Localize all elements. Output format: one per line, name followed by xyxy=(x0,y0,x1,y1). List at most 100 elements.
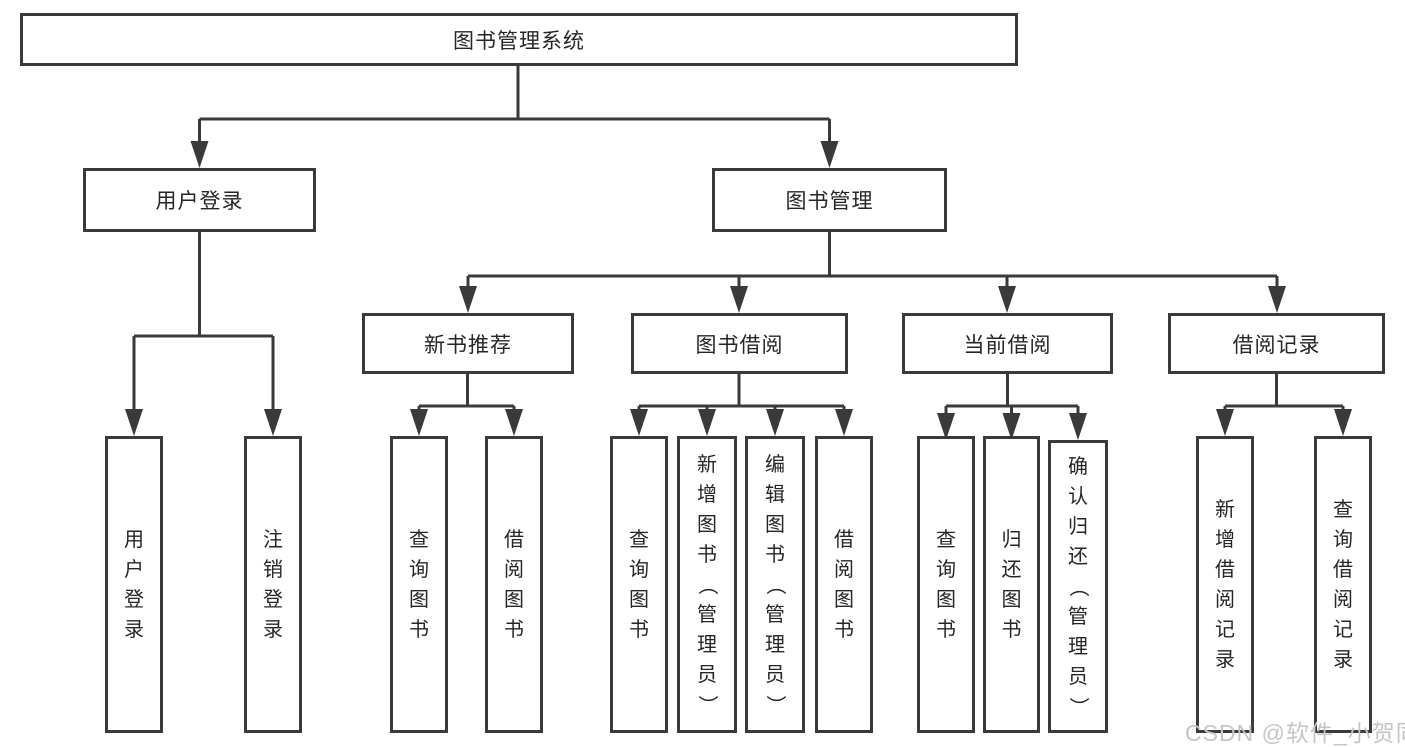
vertical-label-char: 用 xyxy=(124,528,144,551)
node-user-login: 用户登录 xyxy=(83,168,316,232)
arrowhead-down-icon xyxy=(1069,413,1087,440)
leaf-logout: 注销登录 xyxy=(244,436,302,733)
vertical-label-char: 阅 xyxy=(504,558,524,581)
vertical-label-char: （ xyxy=(1067,576,1089,597)
node-book-management: 图书管理 xyxy=(712,168,947,232)
leaf-edit-books-admin: 编辑图书 （ 管理员 ） xyxy=(745,436,805,733)
vertical-label-char: 管 xyxy=(1068,605,1088,628)
leaf-add-books-admin: 新增图书（管理员） xyxy=(677,436,737,733)
leaf-add-borrow-record: 新增借阅记录 xyxy=(1196,436,1254,733)
vertical-label-char: 还 xyxy=(1068,545,1088,568)
leaf-borrow-books: 借阅图书 xyxy=(815,436,873,733)
vertical-label-char: 图 xyxy=(765,513,785,536)
vertical-label-char: 图 xyxy=(629,588,649,611)
arrowhead-down-icon xyxy=(698,409,716,436)
leaf-query-books-recommend: 查询图书 xyxy=(390,436,448,733)
connector-branch-4 xyxy=(637,374,846,418)
arrowhead-down-icon xyxy=(1216,409,1234,436)
connector-branch-1 xyxy=(132,232,275,418)
connector-branch-3 xyxy=(417,374,516,418)
vertical-label-char: 录 xyxy=(263,618,283,641)
csdn-watermark: CSDN @软件_小贺同学 xyxy=(1185,720,1405,746)
vertical-label-char: 记 xyxy=(1215,618,1235,641)
vertical-label-char: 录 xyxy=(1215,648,1235,671)
vertical-label-char: 理 xyxy=(1068,635,1088,658)
vertical-label-char: 户 xyxy=(124,558,144,581)
node-book-borrow: 图书借阅 xyxy=(631,313,848,374)
vertical-label-char: 认 xyxy=(1068,485,1088,508)
connector-branch-0 xyxy=(198,66,831,150)
vertical-label-char: 书 xyxy=(697,543,717,566)
arrowhead-down-icon xyxy=(630,409,648,436)
arrowhead-down-icon xyxy=(459,286,477,313)
vertical-label-char: 图 xyxy=(409,588,429,611)
vertical-label-char: 员 xyxy=(697,663,717,686)
vertical-label-char: 归 xyxy=(1001,528,1022,551)
vertical-label-char: 图 xyxy=(697,513,717,536)
vertical-label-char: 书 xyxy=(504,618,524,641)
vertical-label-char: 询 xyxy=(1333,528,1353,551)
leaf-return-books: 归还图书 xyxy=(983,436,1040,733)
leaf-query-borrow-record: 查询借阅记录 xyxy=(1314,436,1372,733)
arrowhead-down-icon xyxy=(835,409,853,436)
leaf-query-books-borrow: 查询图书 xyxy=(610,436,668,733)
vertical-label-char: 询 xyxy=(936,558,956,581)
arrowhead-down-icon xyxy=(1334,409,1352,436)
vertical-label-char: 注 xyxy=(263,528,283,551)
vertical-label-char: 阅 xyxy=(1215,588,1235,611)
vertical-label-char: 查 xyxy=(409,528,429,551)
arrowhead-down-icon xyxy=(190,141,209,168)
vertical-label-char: 图 xyxy=(504,588,524,611)
vertical-label-char: 增 xyxy=(1215,528,1235,551)
vertical-label-char: 查 xyxy=(936,528,956,551)
vertical-label-char: 书 xyxy=(936,618,956,641)
vertical-label-char: 录 xyxy=(124,618,144,641)
vertical-label-char: 记 xyxy=(1333,618,1353,641)
connector-branch-5 xyxy=(944,374,1080,422)
vertical-label-char: 书 xyxy=(629,618,649,641)
vertical-label-char: （ xyxy=(764,574,786,595)
vertical-label-char: 借 xyxy=(1215,558,1235,581)
vertical-label-char: 借 xyxy=(834,528,854,551)
vertical-label-char: 图 xyxy=(1001,588,1022,611)
vertical-label-char: 查 xyxy=(629,528,649,551)
vertical-label-char: 还 xyxy=(1001,558,1022,581)
leaf-user-login: 用户登录 xyxy=(105,436,163,733)
vertical-label-char: 书 xyxy=(1001,618,1022,641)
vertical-label-char: 询 xyxy=(409,558,429,581)
vertical-label-char: 书 xyxy=(765,543,785,566)
vertical-label-char: 理 xyxy=(697,633,717,656)
vertical-label-char: 归 xyxy=(1068,515,1088,538)
vertical-label-char: 增 xyxy=(697,483,717,506)
vertical-label-char: 登 xyxy=(263,588,283,611)
vertical-label-char: 图 xyxy=(936,588,956,611)
vertical-label-char: 阅 xyxy=(1333,588,1353,611)
vertical-label-char: ） xyxy=(764,694,786,715)
arrowhead-down-icon xyxy=(998,286,1016,313)
vertical-label-char: 员 xyxy=(765,663,785,686)
arrowhead-down-icon xyxy=(730,286,748,313)
connector-branch-6 xyxy=(1223,374,1345,418)
leaf-confirm-return-admin: 确认归还（管理员） xyxy=(1048,440,1108,733)
vertical-label-char: 销 xyxy=(263,558,283,581)
vertical-label-char: 新 xyxy=(1215,498,1235,521)
node-library-system: 图书管理系统 xyxy=(20,13,1018,66)
vertical-label-char: 理 xyxy=(765,633,785,656)
vertical-label-char: 登 xyxy=(124,588,144,611)
vertical-label-char: 阅 xyxy=(834,558,854,581)
arrowhead-down-icon xyxy=(505,409,523,436)
vertical-label-char: 辑 xyxy=(765,483,785,506)
vertical-label-char: 新 xyxy=(697,453,717,476)
vertical-label-char: 询 xyxy=(629,558,649,581)
node-current-borrow: 当前借阅 xyxy=(902,313,1113,374)
arrowhead-down-icon xyxy=(820,141,839,168)
arrowhead-down-icon xyxy=(410,409,428,436)
node-new-book-recommend: 新书推荐 xyxy=(362,313,574,374)
vertical-label-char: 书 xyxy=(834,618,854,641)
vertical-label-char: 管 xyxy=(765,603,785,626)
arrowhead-down-icon xyxy=(1268,286,1286,313)
vertical-label-char: 图 xyxy=(834,588,854,611)
vertical-label-char: ） xyxy=(1067,696,1089,717)
vertical-label-char: 编 xyxy=(765,453,785,476)
